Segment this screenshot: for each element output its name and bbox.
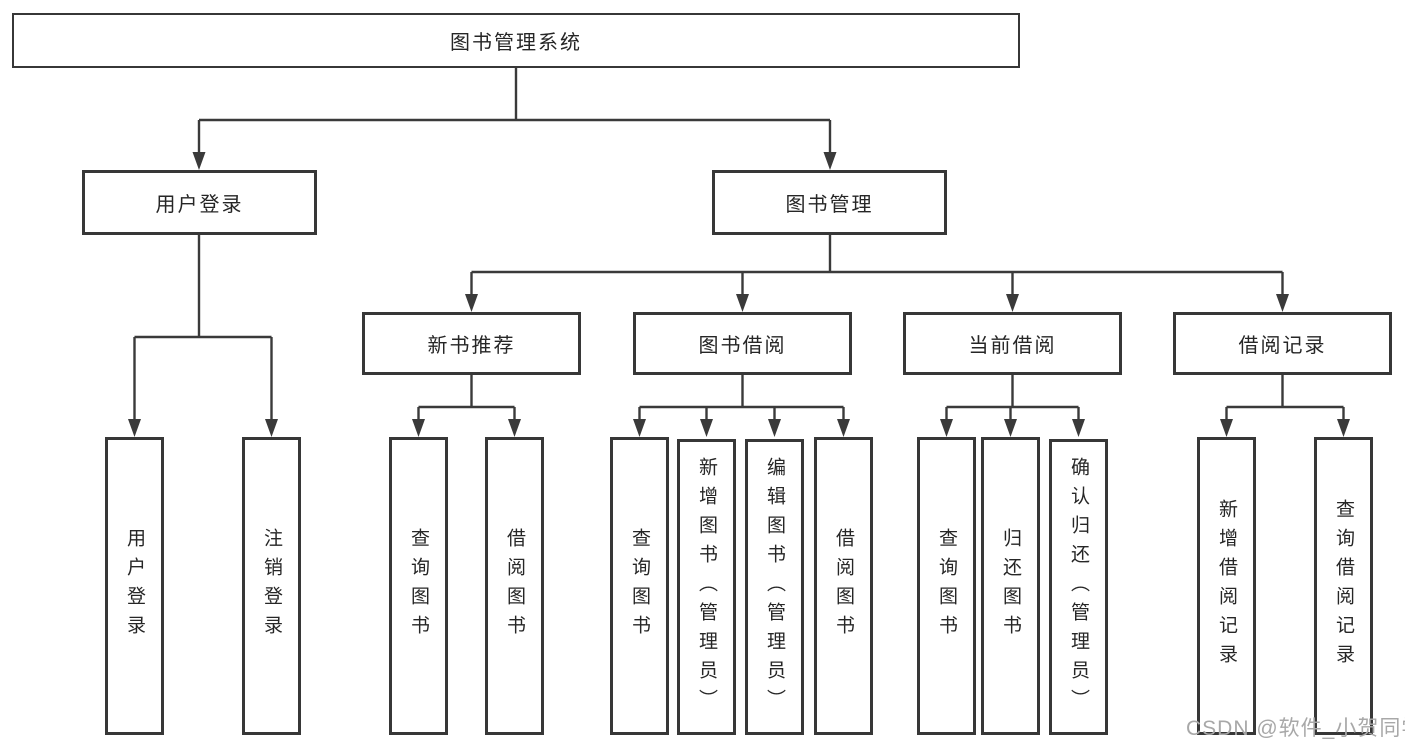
node-book-borrowing-label: 图书借阅 <box>698 335 787 357</box>
leaf-query-borrow-record-label: 查询借阅记录 <box>1333 499 1354 673</box>
leaf-add-borrow-record: 新增借阅记录 <box>1197 437 1256 735</box>
leaf-logout: 注销登录 <box>242 437 301 735</box>
arrowheads <box>128 152 1350 437</box>
node-current-borrowing-label: 当前借阅 <box>968 335 1057 357</box>
leaf-add-books-admin-label: 新增图书（管理员） <box>696 456 717 718</box>
node-book-management-label: 图书管理 <box>785 194 874 216</box>
node-book-management: 图书管理 <box>712 170 947 235</box>
leaf-borrow-books-recommend: 借阅图书 <box>485 437 544 735</box>
leaf-confirm-return-admin: 确认归还（管理员） <box>1049 439 1108 735</box>
leaf-query-books-borrowing: 查询图书 <box>610 437 669 735</box>
node-user-login-label: 用户登录 <box>155 194 244 216</box>
node-new-book-recommendation: 新书推荐 <box>362 312 581 375</box>
leaf-query-books-recommend: 查询图书 <box>389 437 448 735</box>
leaf-query-books-borrowing-label: 查询图书 <box>629 528 650 644</box>
leaf-user-login: 用户登录 <box>105 437 164 735</box>
leaf-edit-books-admin: 编辑图书（管理员） <box>745 439 804 735</box>
node-current-borrowing: 当前借阅 <box>903 312 1122 375</box>
leaf-borrow-books-recommend-label: 借阅图书 <box>504 528 525 644</box>
node-borrowing-records: 借阅记录 <box>1173 312 1392 375</box>
leaf-add-books-admin: 新增图书（管理员） <box>677 439 736 735</box>
node-new-book-recommendation-label: 新书推荐 <box>427 335 516 357</box>
leaf-add-borrow-record-label: 新增借阅记录 <box>1216 499 1237 673</box>
node-user-login: 用户登录 <box>82 170 317 235</box>
leaf-query-borrow-record: 查询借阅记录 <box>1314 437 1373 735</box>
leaf-return-books-label: 归还图书 <box>1000 528 1021 644</box>
connector-path <box>133 68 1345 422</box>
leaf-query-books-recommend-label: 查询图书 <box>408 528 429 644</box>
node-book-borrowing: 图书借阅 <box>633 312 852 375</box>
watermark: CSDN @软件_小贺同学 <box>1186 717 1405 740</box>
leaf-edit-books-admin-label: 编辑图书（管理员） <box>764 456 785 718</box>
node-library-system: 图书管理系统 <box>12 13 1020 68</box>
leaf-user-login-label: 用户登录 <box>124 528 145 644</box>
node-library-system-label: 图书管理系统 <box>450 32 582 54</box>
leaf-confirm-return-admin-label: 确认归还（管理员） <box>1068 456 1089 718</box>
leaf-return-books: 归还图书 <box>981 437 1040 735</box>
leaf-borrow-books-label: 借阅图书 <box>833 528 854 644</box>
leaf-query-books-current: 查询图书 <box>917 437 976 735</box>
leaf-borrow-books: 借阅图书 <box>814 437 873 735</box>
leaf-query-books-current-label: 查询图书 <box>936 528 957 644</box>
node-borrowing-records-label: 借阅记录 <box>1238 335 1327 357</box>
leaf-logout-label: 注销登录 <box>261 528 282 644</box>
